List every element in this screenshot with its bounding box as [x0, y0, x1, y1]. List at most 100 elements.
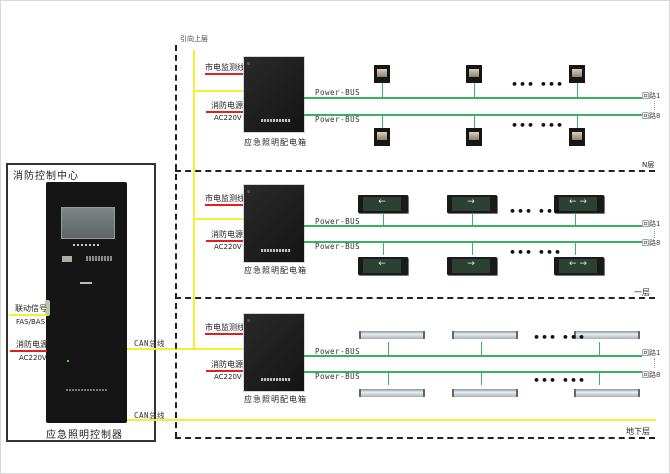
- tube-light-fixture: [452, 331, 518, 339]
- controller-meter: [62, 256, 72, 262]
- power-bus-label-basement-top: Power-BUS: [315, 347, 361, 356]
- spotlight-fixture: [466, 128, 482, 146]
- distribution-box-label-1: 应急照明配电箱: [244, 266, 307, 275]
- building-left-boundary: [175, 45, 177, 438]
- fixture-drop: [382, 114, 383, 128]
- power-bus-label-basement-bottom: Power-BUS: [315, 372, 361, 381]
- more-fixtures-ellipsis: ••• •••: [533, 331, 587, 344]
- controller-nameplate: [66, 389, 108, 391]
- mains-monitor-line-basement: [205, 333, 245, 335]
- tube-light-fixture: [359, 331, 425, 339]
- fixture-drop: [599, 342, 600, 355]
- controller-cabinet: [46, 182, 127, 423]
- fixture-drop: [481, 371, 482, 385]
- fire-power-label-n: 消防电源: [211, 101, 243, 110]
- control-fire-power-label: 消防电源: [16, 340, 48, 349]
- loop-continuation-1: [654, 229, 655, 238]
- control-center-panel: [6, 163, 156, 442]
- controller-side-tab: [45, 300, 50, 316]
- fixture-drop: [575, 213, 576, 225]
- power-bus-label-n-bottom: Power-BUS: [315, 115, 361, 124]
- power-bus-n-loop8: [304, 114, 642, 116]
- exit-sign-right: →: [447, 257, 497, 275]
- loop1-label-1: 回路1: [642, 220, 661, 228]
- floor-label-basement: 地下层: [626, 427, 650, 436]
- ac-label-basement: AC220V: [214, 373, 242, 381]
- ac-label-n: AC220V: [214, 114, 242, 122]
- loop1-label-n: 回路1: [642, 92, 661, 100]
- fixture-drop: [599, 371, 600, 385]
- exit-sign-bidirectional: ← →: [554, 195, 604, 213]
- fixture-drop: [474, 83, 475, 97]
- loop8-label-basement: 回路8: [642, 371, 661, 379]
- exit-sign-right: →: [447, 195, 497, 213]
- power-bus-n-loop1: [304, 97, 642, 99]
- spotlight-fixture: [569, 65, 585, 83]
- controller-switches: [86, 256, 112, 261]
- control-fire-power-line: [10, 350, 47, 352]
- mains-monitor-line-n: [205, 73, 245, 75]
- tube-light-fixture: [574, 331, 640, 339]
- power-bus-label-1-bottom: Power-BUS: [315, 242, 361, 251]
- fixture-drop: [474, 114, 475, 128]
- linkage-signal-line: [9, 314, 47, 316]
- distribution-box-basement: [244, 314, 304, 391]
- more-fixtures-ellipsis: ••• •••: [509, 246, 563, 259]
- can-tap-n: [193, 90, 245, 92]
- spotlight-fixture: [374, 128, 390, 146]
- power-bus-basement-loop1: [304, 355, 642, 357]
- controller-led: [67, 360, 69, 362]
- can-tap-1: [193, 218, 245, 220]
- distribution-box-label-basement: 应急照明配电箱: [244, 395, 307, 404]
- to-upper-floor-label: 引向上层: [180, 35, 208, 43]
- ac-label-1: AC220V: [214, 243, 242, 251]
- floor-label-n: N层: [642, 161, 655, 169]
- fixture-drop: [388, 371, 389, 385]
- controller-indicator-row: [73, 244, 99, 246]
- control-ac-label: AC220V: [19, 354, 47, 362]
- floor-label-1: 一层: [634, 288, 650, 297]
- exit-sign-left: ←: [358, 257, 408, 275]
- power-bus-1-loop1: [304, 225, 642, 227]
- distribution-box-1: [244, 185, 304, 262]
- spotlight-fixture: [466, 65, 482, 83]
- fas-bas-label: FAS/BAS: [16, 318, 46, 326]
- can-bus-line-1: [127, 348, 265, 350]
- controller-screen: [61, 207, 115, 239]
- fixture-drop: [383, 213, 384, 225]
- loop8-label-1: 回路8: [642, 239, 661, 247]
- mains-monitor-line-1: [205, 204, 245, 206]
- linkage-signal-label: 联动信号: [15, 304, 47, 313]
- loop1-label-basement: 回路1: [642, 349, 661, 357]
- tube-light-fixture: [359, 389, 425, 397]
- more-fixtures-ellipsis: ••• •••: [533, 374, 587, 387]
- mains-monitor-label-1: 市电监测线: [205, 194, 245, 203]
- floor-divider-1: [175, 297, 655, 299]
- power-bus-label-n-top: Power-BUS: [315, 88, 361, 97]
- control-center-title: 消防控制中心: [13, 171, 79, 182]
- fire-power-label-1: 消防电源: [211, 230, 243, 239]
- controller-label: 应急照明控制器: [46, 430, 123, 441]
- fire-power-line-1: [206, 240, 245, 242]
- fixture-drop: [577, 114, 578, 128]
- fixture-drop: [575, 241, 576, 255]
- can-bus-label-1: CAN总线: [134, 339, 166, 348]
- fixture-drop: [577, 83, 578, 97]
- more-fixtures-ellipsis: ••• •••: [511, 78, 565, 91]
- fixture-drop: [388, 342, 389, 355]
- loop8-label-n: 回路8: [642, 112, 661, 120]
- spotlight-fixture: [374, 65, 390, 83]
- exit-sign-left: ←: [358, 195, 408, 213]
- fixture-drop: [472, 213, 473, 225]
- mains-monitor-label-n: 市电监测线: [205, 63, 245, 72]
- more-fixtures-ellipsis: ••• •••: [509, 205, 563, 218]
- can-bus-line-2: [127, 419, 656, 421]
- fixture-drop: [481, 342, 482, 355]
- can-bus-riser: [193, 50, 195, 350]
- can-bus-label-2: CAN总线: [134, 411, 166, 420]
- more-fixtures-ellipsis: ••• •••: [511, 119, 565, 132]
- fixture-drop: [472, 241, 473, 255]
- distribution-box-n: [244, 57, 304, 132]
- tube-light-fixture: [452, 389, 518, 397]
- spotlight-fixture: [569, 128, 585, 146]
